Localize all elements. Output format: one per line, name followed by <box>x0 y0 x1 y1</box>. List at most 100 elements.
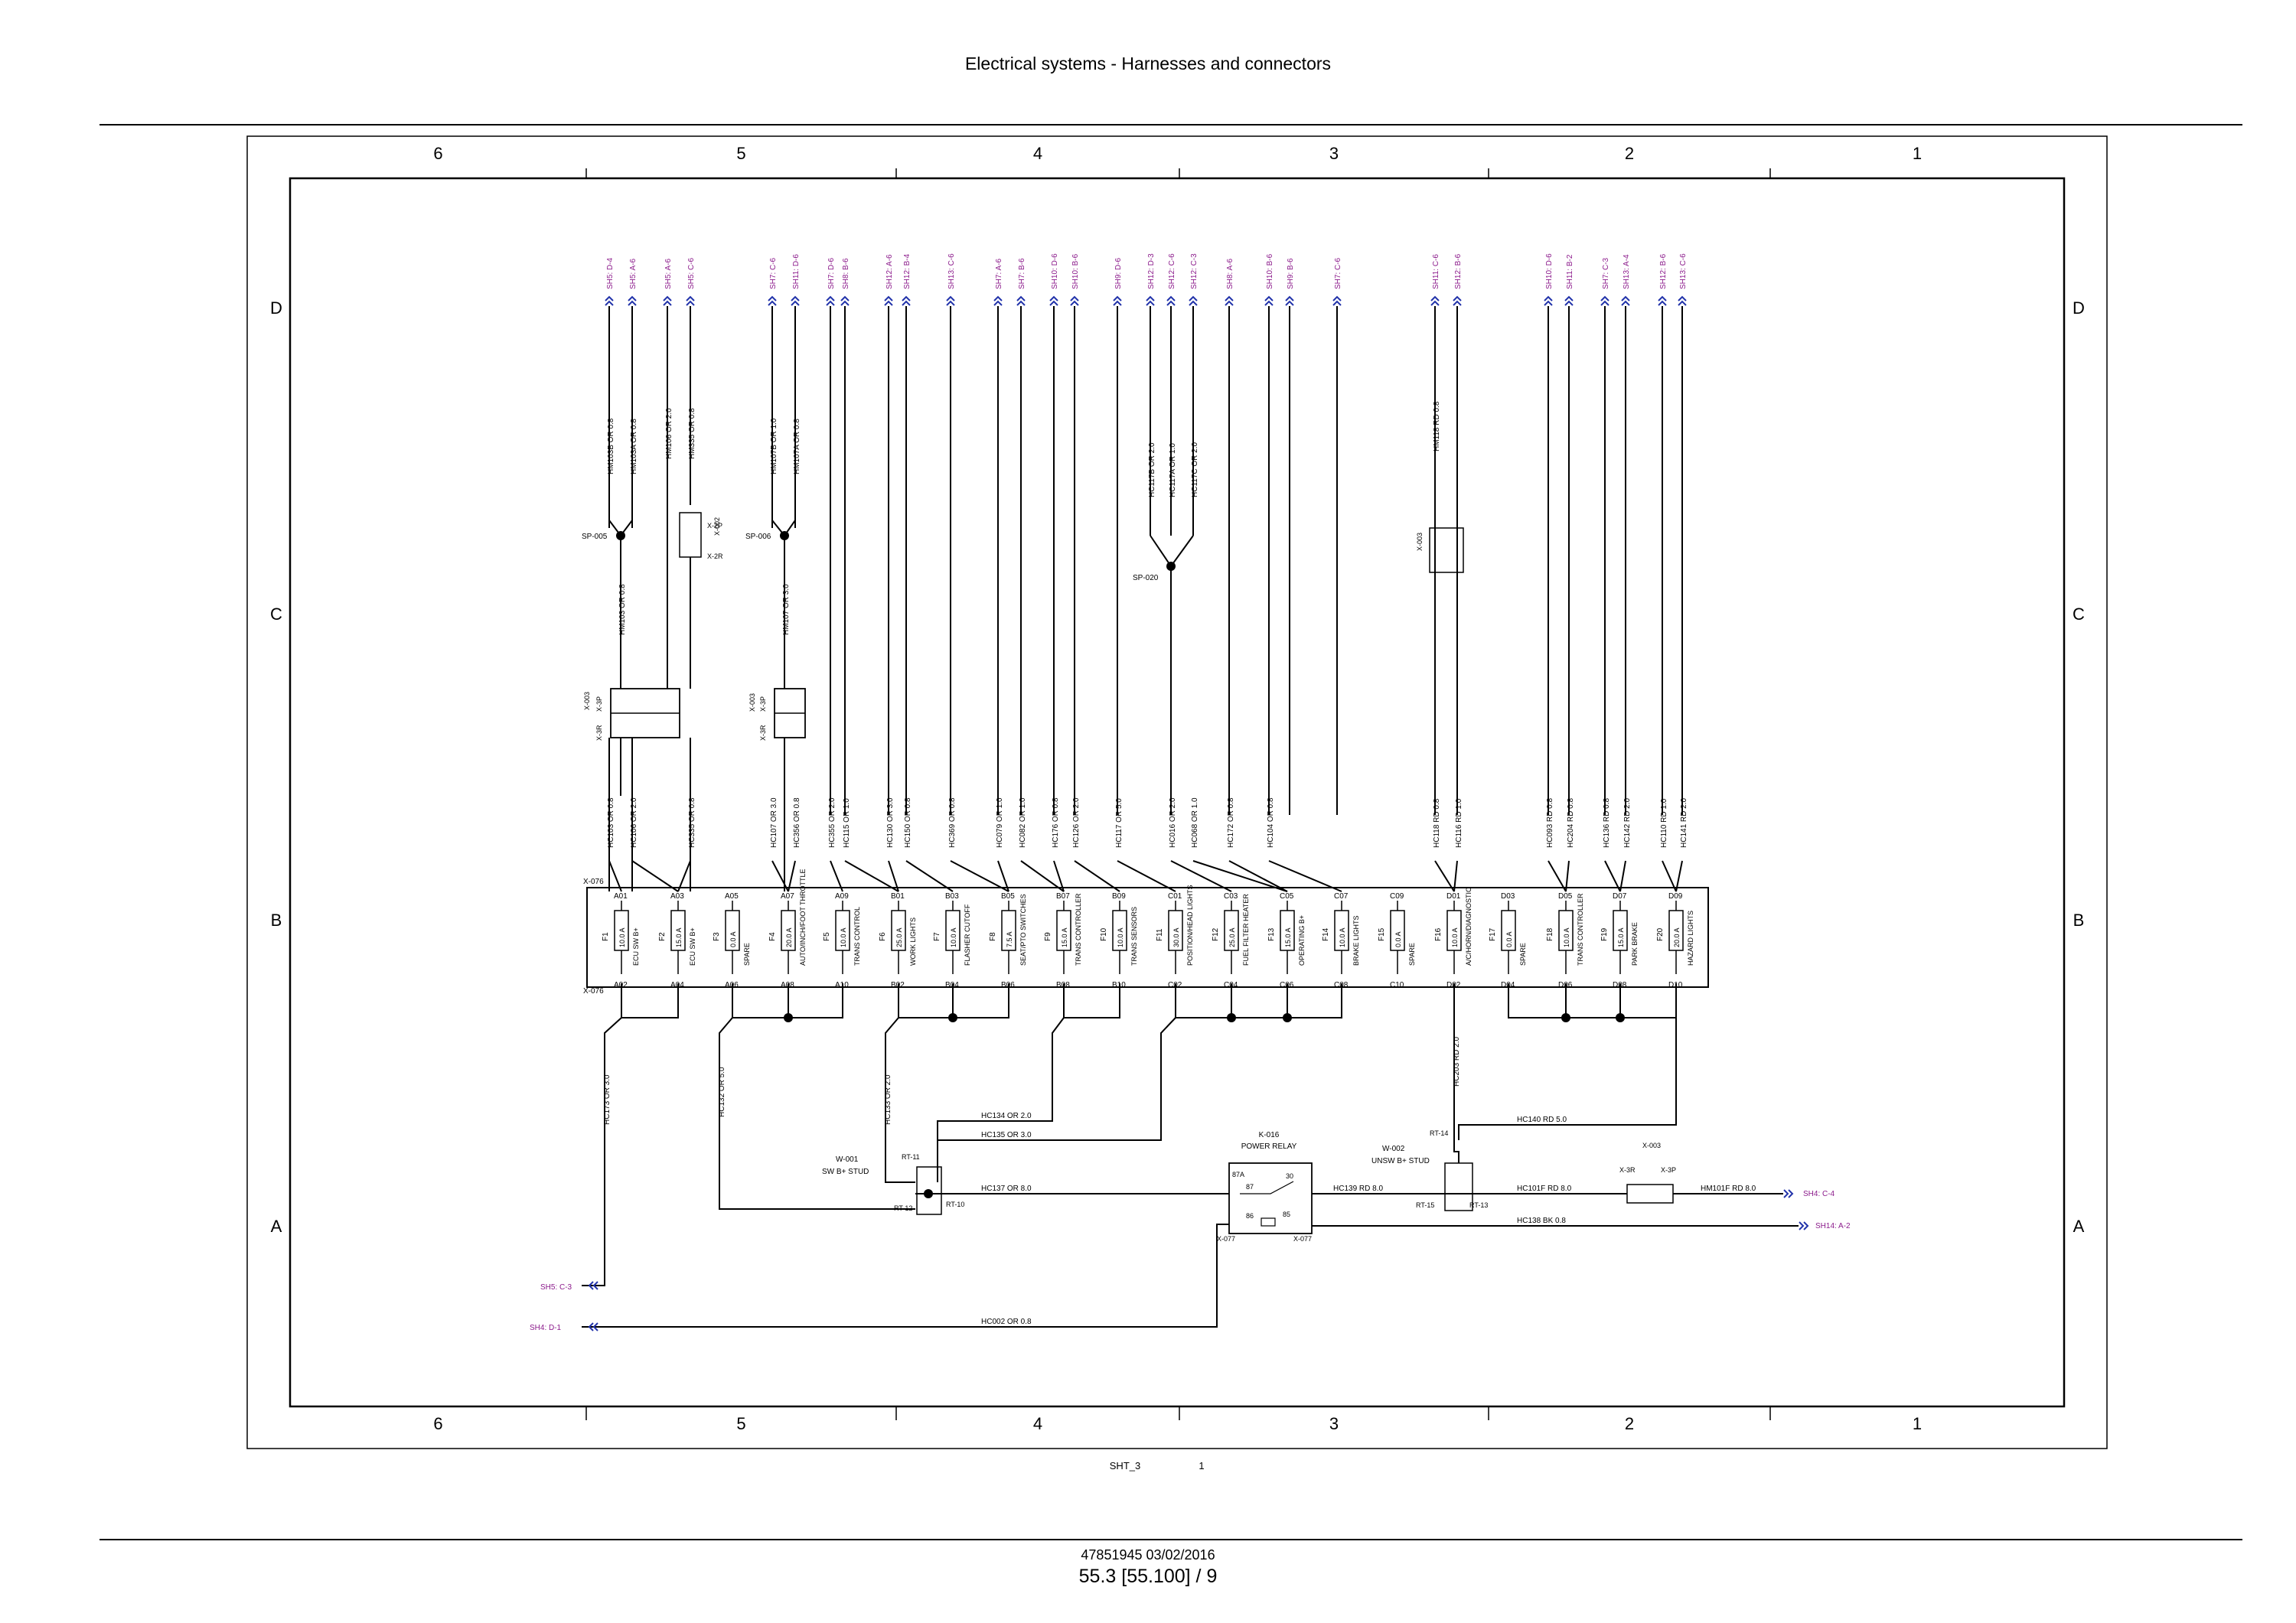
zone-column-label: 6 <box>433 144 442 163</box>
wire <box>631 860 679 892</box>
fuse-pin-label: C07 <box>1334 892 1349 901</box>
wire <box>1117 860 1176 892</box>
sheet-reference-label: SH5: C-3 <box>540 1283 572 1292</box>
wire-label: HC103 OR 0.8 <box>607 797 615 848</box>
connector-x003d <box>1626 1184 1674 1204</box>
zone-row-label: D <box>270 298 282 318</box>
wire-label: HC204 RD 0.8 <box>1567 798 1575 848</box>
fuse-id: F12 <box>1212 927 1220 941</box>
fuse-function-label: ECU SW B+ <box>689 927 696 966</box>
page-number: 55.3 [55.100] / 9 <box>1078 1566 1218 1587</box>
junction-dot <box>784 1013 793 1022</box>
chevron-path <box>1600 295 1609 306</box>
chevron-path <box>686 295 695 306</box>
fuse-rating: 10.0 A <box>1451 927 1459 947</box>
fuse-id: F5 <box>823 932 831 941</box>
zone-row-label: C <box>270 605 282 624</box>
connector-arrow-icon <box>588 1281 598 1290</box>
wire <box>1228 860 1288 892</box>
stud-id: W-002 <box>1382 1145 1405 1153</box>
fuse-id: F6 <box>879 932 887 941</box>
connector-arrow-icon <box>1658 295 1667 306</box>
outer-frame <box>246 135 2108 1449</box>
sheet-reference-label: SH14: A-2 <box>1815 1222 1851 1230</box>
fuse-rating: 15.0 A <box>1061 927 1068 947</box>
fuse-function-label: PARK BRAKE <box>1631 922 1639 966</box>
fuse-rating: 10.0 A <box>840 927 847 947</box>
sheet-reference-label: SH11: D-6 <box>792 254 801 289</box>
wire <box>1548 860 1567 892</box>
wire-label: HC117C OR 2.0 <box>1191 442 1199 497</box>
zone-column-label: 5 <box>736 144 745 163</box>
wire <box>1604 860 1621 892</box>
connector-id: X-003 <box>1416 533 1424 551</box>
wire-label: HC137 OR 8.0 <box>981 1185 1032 1193</box>
fuse-function-label: A/C/HORN/DIAGNOSTIC <box>1465 887 1473 966</box>
wire <box>830 860 843 892</box>
wire <box>582 1017 622 1286</box>
wire <box>1192 860 1288 892</box>
fuse-rating: 15.0 A <box>1284 927 1292 947</box>
ring-terminal-label: RT-15 <box>1416 1201 1434 1209</box>
zone-column-label: 3 <box>1329 144 1339 163</box>
wire-label: HC016 OR 2.0 <box>1169 797 1177 848</box>
bus-wire <box>621 983 679 1018</box>
fuse-rating: 10.0 A <box>1339 927 1346 947</box>
fuse-pin-label: D01 <box>1446 892 1461 901</box>
zone-column-label: 4 <box>1033 144 1042 163</box>
wire-label: HC356 OR 0.8 <box>793 797 801 848</box>
ring-terminal-label: RT-10 <box>946 1201 964 1208</box>
connector-arrow-icon <box>663 295 672 306</box>
sheet-reference-label: SH7: C-6 <box>769 257 778 289</box>
wire-label: HC116 RD 1.0 <box>1455 798 1463 848</box>
zone-column-label: 6 <box>433 1414 442 1433</box>
fuse-id: F1 <box>602 932 610 941</box>
wire-label: HC355 OR 2.0 <box>828 797 837 848</box>
zone-column-label: 1 <box>1913 1414 1922 1433</box>
fuse-rating: 15.0 A <box>675 927 683 947</box>
connector-arrow-icon <box>840 295 850 306</box>
sheet-reference-label: SH8: A-6 <box>1226 259 1234 289</box>
bus-wire <box>1063 983 1120 1018</box>
fuse-pin-label: A09 <box>835 892 849 901</box>
wire <box>1458 1018 1677 1140</box>
fuse-id: F13 <box>1267 927 1276 941</box>
chevron-path <box>1658 295 1667 306</box>
fuse-pin-label: A05 <box>725 892 739 901</box>
zone-column-label: 2 <box>1625 1414 1634 1433</box>
connector-arrow-icon <box>605 295 614 306</box>
fuse-id: F16 <box>1434 927 1443 941</box>
chevron-path <box>1225 295 1234 306</box>
wire-label: HC173 OR 3.0 <box>603 1074 612 1125</box>
connector-arrow-icon <box>628 295 637 306</box>
zone-column-label: 1 <box>1913 144 1922 163</box>
header-rule <box>99 124 2242 125</box>
connector-label: X-2R <box>707 552 723 560</box>
ring-terminal-label: RT-12 <box>894 1204 912 1212</box>
fuse-pin-label: D07 <box>1613 892 1627 901</box>
sheet-number: 1 <box>1199 1460 1204 1471</box>
fuse-pin-label: D09 <box>1668 892 1683 901</box>
wire-label: HM103B OR 0.8 <box>607 418 615 474</box>
fuse-function-label: TRANS CONTROLLER <box>1075 893 1082 966</box>
fuse-rating: 25.0 A <box>1228 927 1236 947</box>
chevron-path <box>1166 295 1176 306</box>
junction-dot <box>1561 1013 1570 1022</box>
chevron-path <box>1564 295 1574 306</box>
wire <box>938 1017 1176 1141</box>
power-relay-k016 <box>1228 1162 1313 1234</box>
sheet-reference-label: SH5: D-4 <box>606 257 615 289</box>
connector-arrow-icon <box>1070 295 1079 306</box>
connector-arrow-icon <box>1146 295 1155 306</box>
wire-label: HC130 OR 3.0 <box>886 797 895 848</box>
fuse-function-label: BRAKE LIGHTS <box>1352 915 1360 966</box>
fuse-pin-label: C05 <box>1280 892 1294 901</box>
fuse-function-label: WORK LIGHTS <box>909 917 917 966</box>
connector-id: X-003 <box>583 692 591 710</box>
connector-x002 <box>679 512 702 558</box>
footer-rule <box>99 1539 2242 1540</box>
wire <box>950 860 1009 892</box>
sheet-reference-label: SH12: B-6 <box>1454 253 1463 289</box>
fuse-id: F7 <box>933 932 941 941</box>
fuse-function-label: OPERATING B+ <box>1298 915 1306 966</box>
